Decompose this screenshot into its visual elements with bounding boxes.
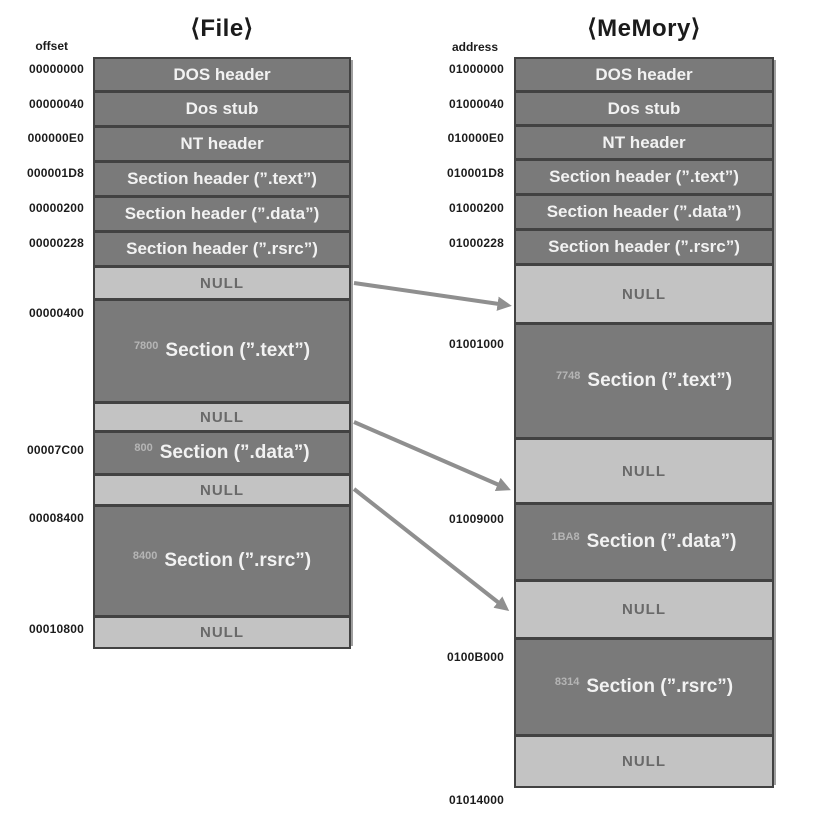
block-label: Dos stub xyxy=(185,99,259,118)
memory-address-0100B000: 0100B000 xyxy=(447,650,504,664)
file-block-section-rsrc: 8400 Section (”.rsrc”) xyxy=(95,507,349,615)
memory-block-section-rsrc: 8314 Section (”.rsrc”) xyxy=(516,640,772,734)
mapping-arrow-1 xyxy=(353,281,512,311)
block-label: NULL xyxy=(622,462,666,480)
memory-block-section-header-text: Section header (”.text”) xyxy=(516,161,772,193)
file-block-section-data: 800 Section (”.data”) xyxy=(95,433,349,473)
memory-panel-title: ⟨MeMory⟩ xyxy=(587,15,701,42)
block-label: Section (”.data”) xyxy=(159,442,310,463)
block-label: Section header (”.text”) xyxy=(549,167,739,186)
memory-address-01000228: 01000228 xyxy=(449,236,504,250)
file-offset-00010800: 00010800 xyxy=(29,622,84,636)
file-block-null-1: NULL xyxy=(95,268,349,298)
block-label: DOS header xyxy=(595,64,693,84)
memory-address-01000000: 01000000 xyxy=(449,62,504,76)
file-offset-000001D8: 000001D8 xyxy=(27,166,84,180)
file-axis-label: offset xyxy=(35,39,68,53)
memory-axis-label: address xyxy=(451,40,498,54)
section-size-label: 800 xyxy=(134,442,153,454)
section-size-label: 7800 xyxy=(133,340,159,352)
file-block-dos-stub: Dos stub xyxy=(95,93,349,125)
file-block-section-header-text: Section header (”.text”) xyxy=(95,163,349,195)
memory-block-section-text: 7748 Section (”.text”) xyxy=(516,325,772,437)
mapping-arrow-3 xyxy=(352,487,510,612)
memory-address-010000E0: 010000E0 xyxy=(447,131,504,145)
block-label: NULL xyxy=(200,624,244,641)
block-label: NULL xyxy=(622,601,666,618)
memory-block-null-2: NULL xyxy=(516,440,772,502)
block-label: Section (”.rsrc”) xyxy=(164,550,312,571)
block-label: Section (”.text”) xyxy=(587,370,733,391)
block-label: NULL xyxy=(622,753,666,770)
block-label: Section header (”.data”) xyxy=(124,204,320,223)
memory-address-01009000: 01009000 xyxy=(449,512,504,526)
section-size-label: 8314 xyxy=(554,676,580,688)
mapping-arrow-2 xyxy=(353,420,511,492)
file-offset-000000E0: 000000E0 xyxy=(27,131,84,145)
memory-address-01001000: 01001000 xyxy=(449,337,504,351)
memory-block-nt-header: NT header xyxy=(516,127,772,158)
file-block-section-header-data: Section header (”.data”) xyxy=(95,198,349,230)
memory-block-section-header-data: Section header (”.data”) xyxy=(516,196,772,228)
file-offset-00007C00: 00007C00 xyxy=(27,443,84,457)
file-offset-00000228: 00000228 xyxy=(29,236,84,250)
block-label: NULL xyxy=(200,408,244,426)
block-label: Section (”.data”) xyxy=(586,531,737,552)
block-label: DOS header xyxy=(173,64,271,84)
file-offset-00000200: 00000200 xyxy=(29,201,84,215)
memory-block-section-data: 1BA8 Section (”.data”) xyxy=(516,505,772,579)
block-label: Section header (”.rsrc”) xyxy=(548,237,740,256)
block-label: Section header (”.data”) xyxy=(546,202,742,221)
file-block-null-4: NULL xyxy=(95,618,349,647)
memory-block-null-4: NULL xyxy=(516,737,772,786)
block-label: Section header (”.text”) xyxy=(127,169,317,188)
section-size-label: 7748 xyxy=(555,370,581,382)
file-block-null-3: NULL xyxy=(95,476,349,504)
block-label: Dos stub xyxy=(607,98,681,118)
memory-address-01000040: 01000040 xyxy=(449,97,504,111)
memory-block-dos-stub: Dos stub xyxy=(516,93,772,124)
memory-block-dos-header: DOS header xyxy=(516,59,772,90)
file-panel-title: ⟨File⟩ xyxy=(190,15,254,42)
file-offset-00000000: 00000000 xyxy=(29,62,84,76)
block-label: NT header xyxy=(180,134,264,153)
block-label: NULL xyxy=(622,285,666,303)
file-offset-00000040: 00000040 xyxy=(29,97,84,111)
section-size-label: 8400 xyxy=(132,550,158,562)
file-block-section-header-rsrc: Section header (”.rsrc”) xyxy=(95,233,349,265)
memory-block-null-3: NULL xyxy=(516,582,772,637)
file-block-section-text: 7800 Section (”.text”) xyxy=(95,301,349,401)
block-label: NULL xyxy=(200,274,244,292)
block-label: Section header (”.rsrc”) xyxy=(126,239,318,258)
memory-block-section-header-rsrc: Section header (”.rsrc”) xyxy=(516,231,772,263)
memory-address-01014000: 01014000 xyxy=(449,793,504,807)
memory-address-010001D8: 010001D8 xyxy=(447,166,504,180)
file-column: DOS header Dos stub NT header Section he… xyxy=(93,57,351,649)
file-block-dos-header: DOS header xyxy=(95,59,349,90)
block-label: Section (”.rsrc”) xyxy=(586,676,734,697)
file-block-null-2: NULL xyxy=(95,404,349,430)
file-offset-00008400: 00008400 xyxy=(29,511,84,525)
memory-address-01000200: 01000200 xyxy=(449,201,504,215)
file-offset-00000400: 00000400 xyxy=(29,306,84,320)
block-label: NT header xyxy=(602,132,686,152)
block-label: Section (”.text”) xyxy=(165,340,311,361)
section-size-label: 1BA8 xyxy=(551,531,580,543)
memory-block-null-1: NULL xyxy=(516,266,772,322)
memory-column: DOS header Dos stub NT header Section he… xyxy=(514,57,774,788)
file-block-nt-header: NT header xyxy=(95,128,349,160)
block-label: NULL xyxy=(200,481,244,499)
